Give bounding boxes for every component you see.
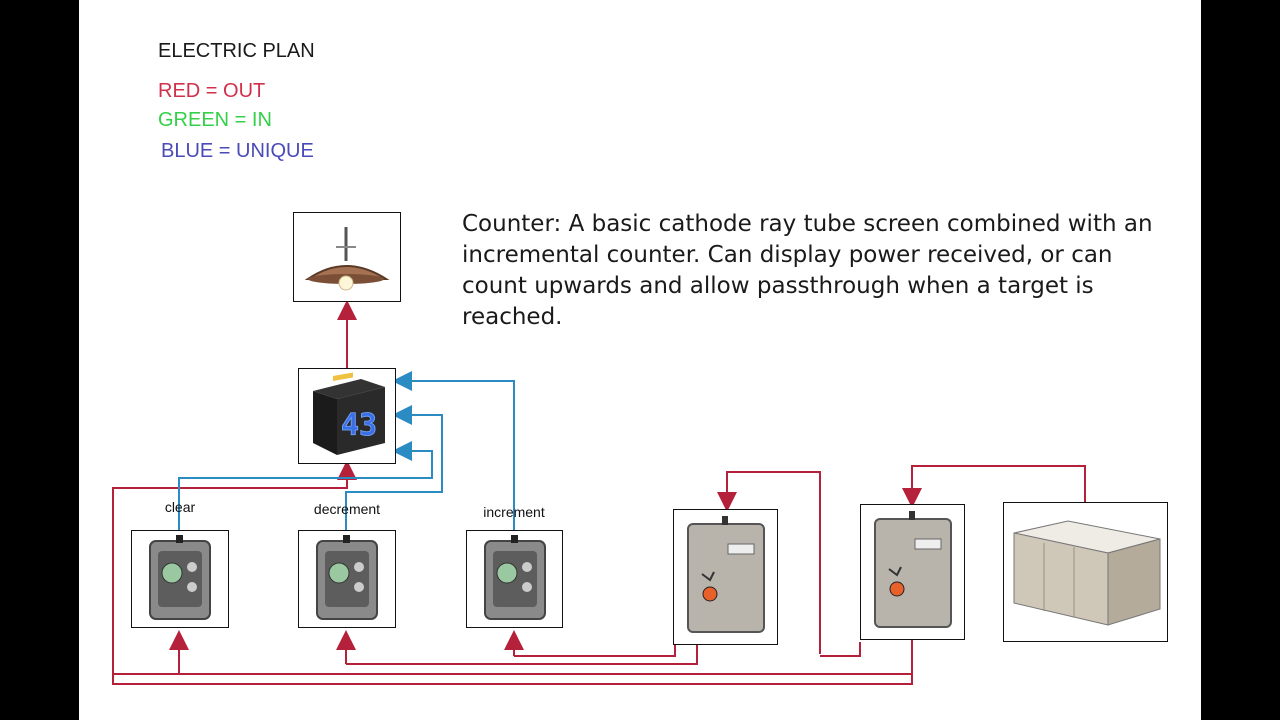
legend-red-out: RED = OUT [158,80,266,102]
switch-decrement-box [298,530,396,628]
generator-icon [1013,520,1161,626]
electrical-panel-icon [687,516,765,633]
switch-icon [484,535,546,620]
legend-blue-unique: BLUE = UNIQUE [161,140,314,162]
ceiling-lamp-icon [304,227,390,291]
label-clear: clear [164,499,196,515]
electrical-box-1 [673,509,778,645]
switch-icon [316,535,378,620]
generator-box [1003,502,1168,642]
counter-digits: 43 [341,408,377,443]
legend-title: ELECTRIC PLAN [158,40,315,62]
label-decrement: decrement [313,501,381,517]
wire-layer [112,300,1086,685]
electrical-panel-icon [874,511,952,628]
switch-icon [149,535,211,620]
switch-increment-box [466,530,563,628]
lamp-box [293,212,401,302]
counter-device-icon: 43 [313,372,385,455]
diagram-canvas: ELECTRIC PLAN RED = OUT GREEN = IN BLUE … [79,0,1201,720]
wire-clear-to-counter [178,441,433,530]
switch-clear-box [131,530,229,628]
label-increment: increment [483,504,545,520]
counter-box: 43 [298,368,396,464]
wire-decrement-to-counter [345,405,443,530]
legend-green-in: GREEN = IN [158,109,272,131]
electrical-box-2 [860,504,965,640]
counter-description: Counter: A basic cathode ray tube screen… [462,211,1153,330]
wire-generator-to-box2 [902,465,1086,508]
wire-increment-to-counter [392,371,515,530]
wire-box2-to-box1 [717,471,821,654]
wire-outer-loop [112,460,913,685]
